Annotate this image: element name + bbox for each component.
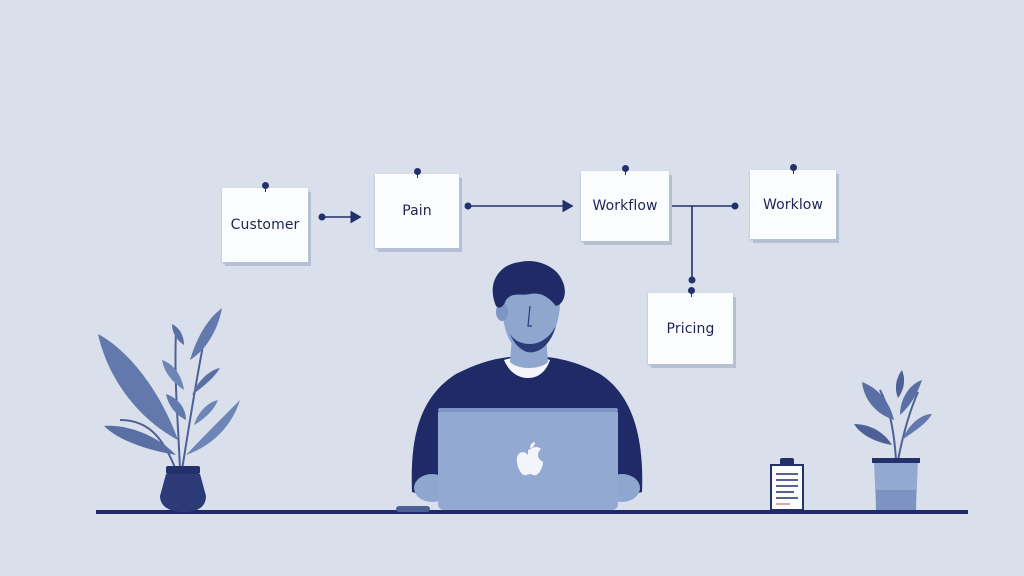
note-pain-label: Pain bbox=[402, 203, 432, 219]
note-pricing: Pricing bbox=[648, 287, 733, 364]
connector-workflow-pricing bbox=[688, 206, 696, 284]
left-plant bbox=[98, 308, 240, 512]
note-workflow: Workflow bbox=[581, 165, 669, 241]
connector-workflow-workflow bbox=[672, 202, 739, 210]
laptop bbox=[396, 408, 618, 512]
note-customer: Customer bbox=[222, 182, 308, 262]
note-customer-label: Customer bbox=[230, 217, 300, 233]
note-worklow: Worklow bbox=[750, 164, 836, 239]
note-worklow-label: Worklow bbox=[762, 196, 824, 213]
pin-icon bbox=[414, 168, 421, 178]
connector-customer-pain bbox=[318, 210, 362, 224]
clipboard-icon bbox=[770, 458, 804, 510]
pin-icon bbox=[687, 287, 695, 297]
apple-logo-icon bbox=[516, 442, 543, 476]
pin-icon bbox=[622, 165, 629, 175]
note-pricing-label: Pricing bbox=[666, 320, 715, 337]
right-plant bbox=[854, 370, 932, 510]
desk-surface bbox=[96, 510, 968, 514]
pin-icon bbox=[790, 164, 797, 174]
connector-pain-workflow bbox=[464, 199, 574, 213]
note-pain: Pain bbox=[375, 168, 459, 248]
note-workflow-label: Workflow bbox=[592, 198, 658, 214]
pin-icon bbox=[262, 182, 269, 192]
flow-connectors bbox=[318, 199, 739, 284]
